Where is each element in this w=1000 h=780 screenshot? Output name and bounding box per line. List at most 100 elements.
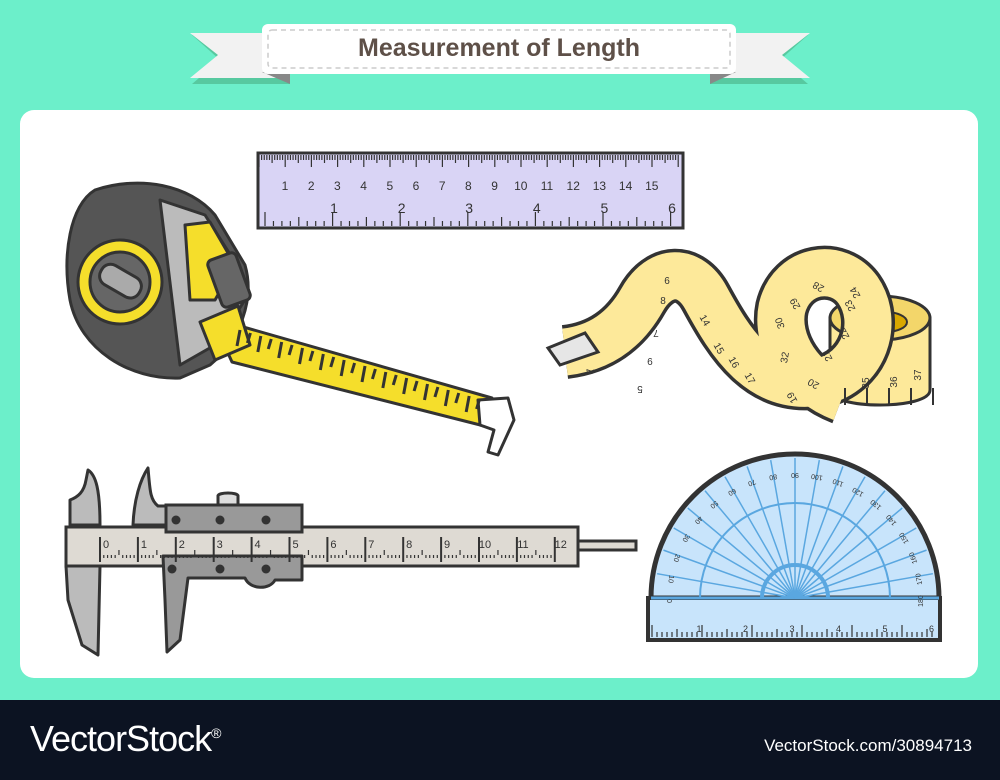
inch-label: 2 [398,200,406,216]
blade-tick [318,353,325,371]
angle-line [746,466,796,599]
tape-label: 37 [913,369,924,381]
angle-label: 100 [811,472,824,481]
tape-label: 16 [726,355,741,371]
blade-tick [350,362,357,374]
blade-tick [245,332,252,344]
angle-line [794,549,927,599]
cm-label: 5 [386,179,393,193]
protractor-ruler-label: 6 [929,624,934,634]
blade-tick [412,380,419,392]
angle-line [794,490,886,599]
blade-tick [339,359,346,377]
angle-label: 80 [768,472,777,480]
blade-tick [475,398,482,410]
angle-line [794,459,821,599]
blade-tick [391,374,398,386]
inch-label: 3 [465,200,473,216]
caliper-label: 9 [444,539,450,551]
angle-label: 50 [708,499,719,509]
caliper-label: 5 [292,539,298,551]
blade-tick [266,338,273,350]
inch-label: 6 [668,200,676,216]
cm-label: 14 [619,179,633,193]
blade-tick [454,392,461,404]
angle-label: 10 [666,575,674,584]
blade-tick [235,329,242,347]
angle-label: 0 [665,599,672,603]
angle-line [794,476,866,599]
blade-tick [308,350,315,362]
tape-label: 7 [653,327,659,338]
angle-label: 180 [918,595,925,607]
angle-label: 20 [671,553,680,563]
caliper-label: 8 [406,539,412,551]
caliper-label: 2 [179,539,185,551]
inch-label: 5 [601,200,609,216]
angle-line [656,572,796,599]
cm-label: 2 [308,179,315,193]
angle-label: 30 [680,533,690,543]
tape-label: 22 [837,325,852,341]
angle-label: 90 [791,471,799,478]
cm-label: 13 [593,179,607,193]
tape-label: 15 [711,341,726,357]
angle-line [769,459,796,599]
image-reference: VectorStock.com/30894713 [764,736,972,755]
inch-label: 4 [533,200,541,216]
tape-label: 36 [889,376,900,388]
tape-label: 5 [637,383,643,394]
angle-line [663,549,796,599]
tape-label: 17 [742,371,757,387]
protractor-ruler-label: 4 [836,624,841,634]
angle-line [704,490,796,599]
caliper-label: 12 [555,539,567,551]
blade-tick [256,335,263,353]
caliper-label: 11 [517,539,528,551]
tape-label: 24 [848,284,863,300]
blade-tick [287,344,294,356]
protractor-ruler-label: 3 [789,624,794,634]
angle-line [794,507,903,599]
angle-label: 70 [747,478,757,487]
cm-label: 12 [567,179,581,193]
blade-tick [298,347,304,365]
angle-label: 60 [727,486,737,496]
tape-label: 28 [811,278,827,293]
cm-label: 7 [439,179,446,193]
vectorstock-logo: VectorStock® [30,718,221,759]
caliper-label: 3 [217,539,223,551]
tape-label: 30 [773,315,787,330]
tape-label: 6 [664,276,670,287]
angle-line [794,466,844,599]
angle-line [794,527,917,599]
angle-label: 160 [909,551,920,564]
caliper-label: 1 [141,539,147,551]
angle-label: 40 [693,514,703,525]
blade-tick [464,395,471,413]
protractor-ruler-label: 5 [882,624,887,634]
tape-label: 8 [660,296,666,307]
cm-label: 15 [645,179,659,193]
blade-tick [402,377,409,395]
blade-tick [381,371,388,389]
cm-label: 8 [465,179,472,193]
angle-line [687,507,796,599]
cm-label: 9 [491,179,498,193]
caliper-label: 10 [479,539,491,551]
caliper-label: 6 [330,539,336,551]
protractor-ruler-label: 1 [696,624,701,634]
angle-label: 170 [915,573,924,586]
tape-label: 14 [697,313,712,329]
cm-label: 10 [514,179,528,193]
blade-tick [443,389,450,407]
blade-tick [277,341,284,359]
blade-tick [423,383,429,401]
cm-label: 6 [413,179,420,193]
blade-tick [329,356,336,368]
